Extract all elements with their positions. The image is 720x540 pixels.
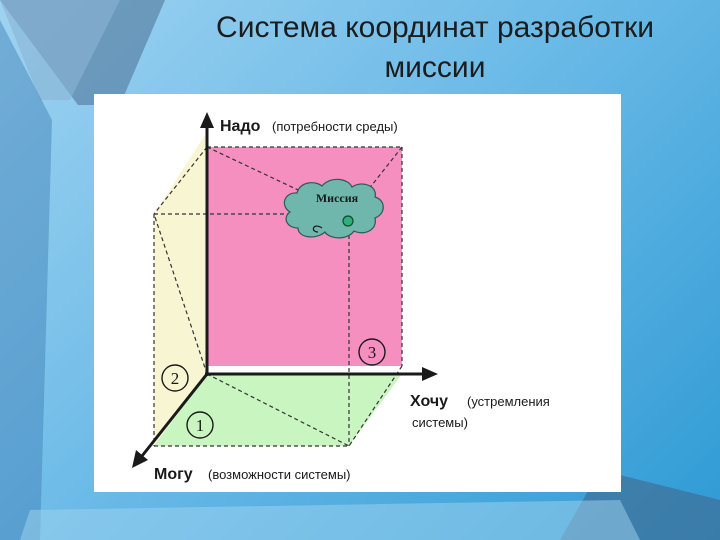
pink-plane bbox=[207, 147, 402, 366]
mission-cloud: Миссия bbox=[283, 178, 384, 239]
axis-right-arrowhead bbox=[422, 367, 438, 381]
region-markers: 2 1 3 bbox=[161, 338, 386, 439]
mission-point bbox=[342, 215, 354, 227]
axis-right-label-note1: (устремления bbox=[467, 394, 550, 409]
bg-slab-bottom bbox=[20, 500, 640, 540]
axes bbox=[132, 112, 438, 468]
slide-title: Система координат разработки миссии bbox=[180, 8, 690, 88]
axis-down-arrowhead bbox=[132, 450, 148, 468]
region-2-label: 2 bbox=[171, 369, 180, 388]
cloud-label: Миссия bbox=[316, 191, 359, 205]
region-3-circle bbox=[358, 338, 386, 366]
region-1-circle bbox=[186, 411, 214, 439]
axis-down bbox=[140, 373, 209, 457]
bg-slab-left bbox=[0, 20, 52, 540]
axis-down-label-note: (возможности системы) bbox=[208, 467, 351, 482]
coordinate-diagram: Миссия 2 1 3 Надо (потребности среды) Хо… bbox=[132, 112, 550, 483]
axis-labels: Надо (потребности среды) Хочу (устремлен… bbox=[154, 118, 550, 483]
diagram-panel: Миссия 2 1 3 Надо (потребности среды) Хо… bbox=[94, 94, 621, 492]
axis-up-arrowhead bbox=[200, 112, 214, 128]
axis-right-label-bold: Хочу bbox=[410, 393, 448, 410]
axis-right-label-note2: системы) bbox=[412, 415, 468, 430]
region-3-label: 3 bbox=[368, 343, 377, 362]
slide-title-line1: Система координат разработки bbox=[216, 11, 654, 44]
bg-slab-top-left-light bbox=[0, 0, 120, 100]
axis-up-label-bold: Надо bbox=[220, 118, 261, 135]
axis-down-label-bold: Могу bbox=[154, 466, 193, 483]
mission-squiggle bbox=[312, 225, 323, 233]
slide-title-line2: миссии bbox=[384, 51, 486, 84]
region-2-circle bbox=[161, 364, 189, 392]
axis-up-label-note: (потребности среды) bbox=[272, 119, 398, 134]
region-1-label: 1 bbox=[196, 416, 205, 435]
